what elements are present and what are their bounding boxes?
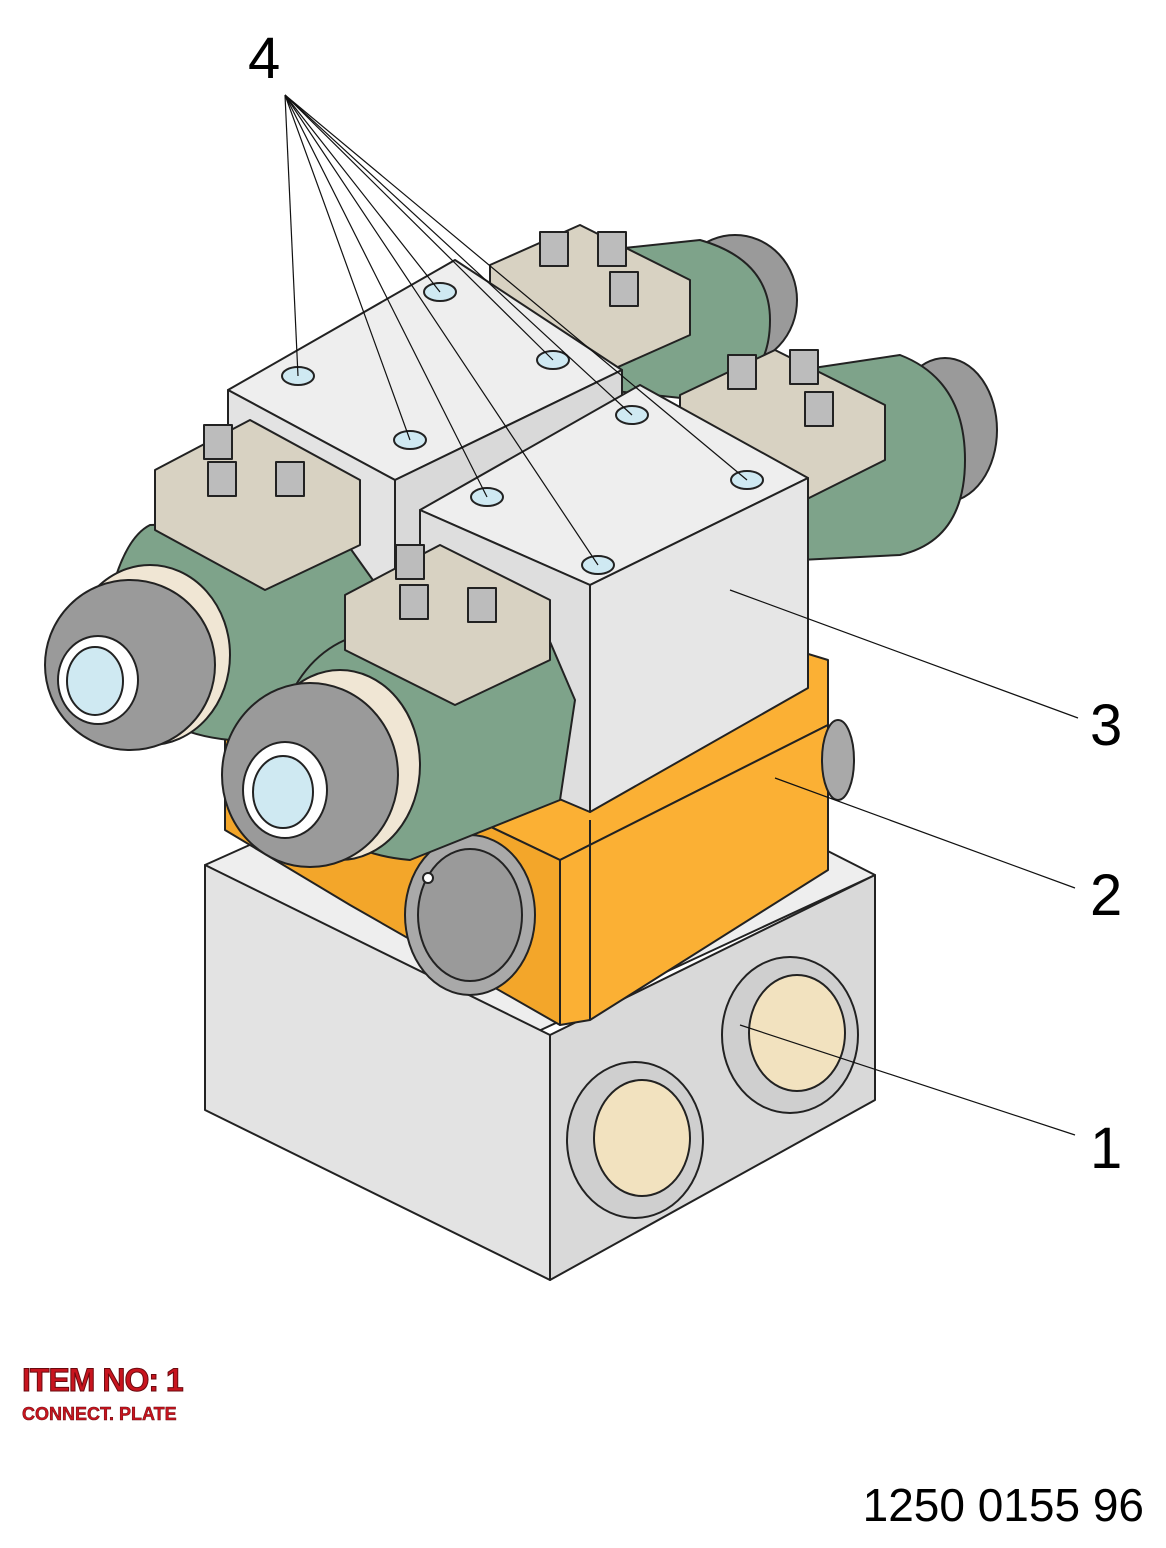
callout-4: 4 [248,26,280,91]
callout-3: 3 [1090,693,1122,758]
part-number: 1250 0155 96 [862,1479,1144,1531]
knurled-knob-front [221,682,399,868]
solenoid-front [221,544,576,868]
callout-1: 1 [1090,1116,1122,1181]
item-number-label: ITEM NO: 1 [22,1362,185,1399]
plug-cap [821,719,855,801]
item-description: CONNECT. PLATE [22,1404,177,1425]
port-left [566,1061,704,1219]
port-right [721,956,859,1114]
solenoid-back [489,224,798,401]
callout-2: 2 [1090,863,1122,928]
leader-lines [284,94,1079,1136]
plug-cap-front [404,834,536,996]
knurled-knob-left [44,579,216,751]
